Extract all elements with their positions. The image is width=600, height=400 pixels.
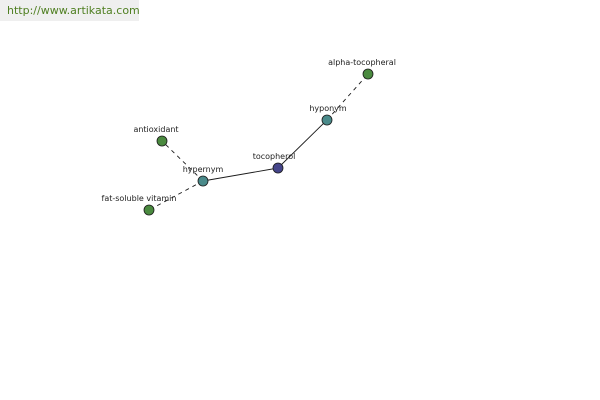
relation-label-hyponym: hyponym: [309, 104, 347, 113]
relation-node-hypernym[interactable]: [197, 175, 209, 187]
word-label-alpha-tocopheral: alpha-tocopheral: [328, 58, 396, 67]
graph-labels: tocopherol hypernym antioxidant fat-soluble…: [102, 58, 396, 203]
word-node-antioxidant[interactable]: [156, 135, 168, 147]
url-banner: http://www.artikata.com: [0, 0, 140, 21]
graph-nodes: [143, 68, 374, 216]
relation-node-hyponym[interactable]: [321, 114, 333, 126]
word-label-antioxidant: antioxidant: [133, 125, 178, 134]
edge-hypernym-to-antioxidant: [161, 140, 204, 182]
node-tocopherol[interactable]: [272, 162, 284, 174]
relation-label-hypernym: hypernym: [183, 165, 224, 174]
label-tocopherol: tocopherol: [253, 152, 296, 161]
word-node-fat-soluble-vitamin[interactable]: [143, 204, 155, 216]
word-node-alpha-tocopheral[interactable]: [362, 68, 374, 80]
edge-hypernym-to-fat-soluble-vitamin: [148, 180, 204, 211]
site-url-link[interactable]: http://www.artikata.com: [7, 4, 140, 17]
edge-center-to-hyponym: [277, 119, 328, 169]
graph-edges: [148, 73, 369, 211]
edge-hyponym-to-alpha-tocopheral: [326, 73, 369, 121]
word-label-fat-soluble-vitamin: fat-soluble vitamin: [102, 194, 177, 203]
edge-center-to-hypernym: [202, 167, 279, 182]
